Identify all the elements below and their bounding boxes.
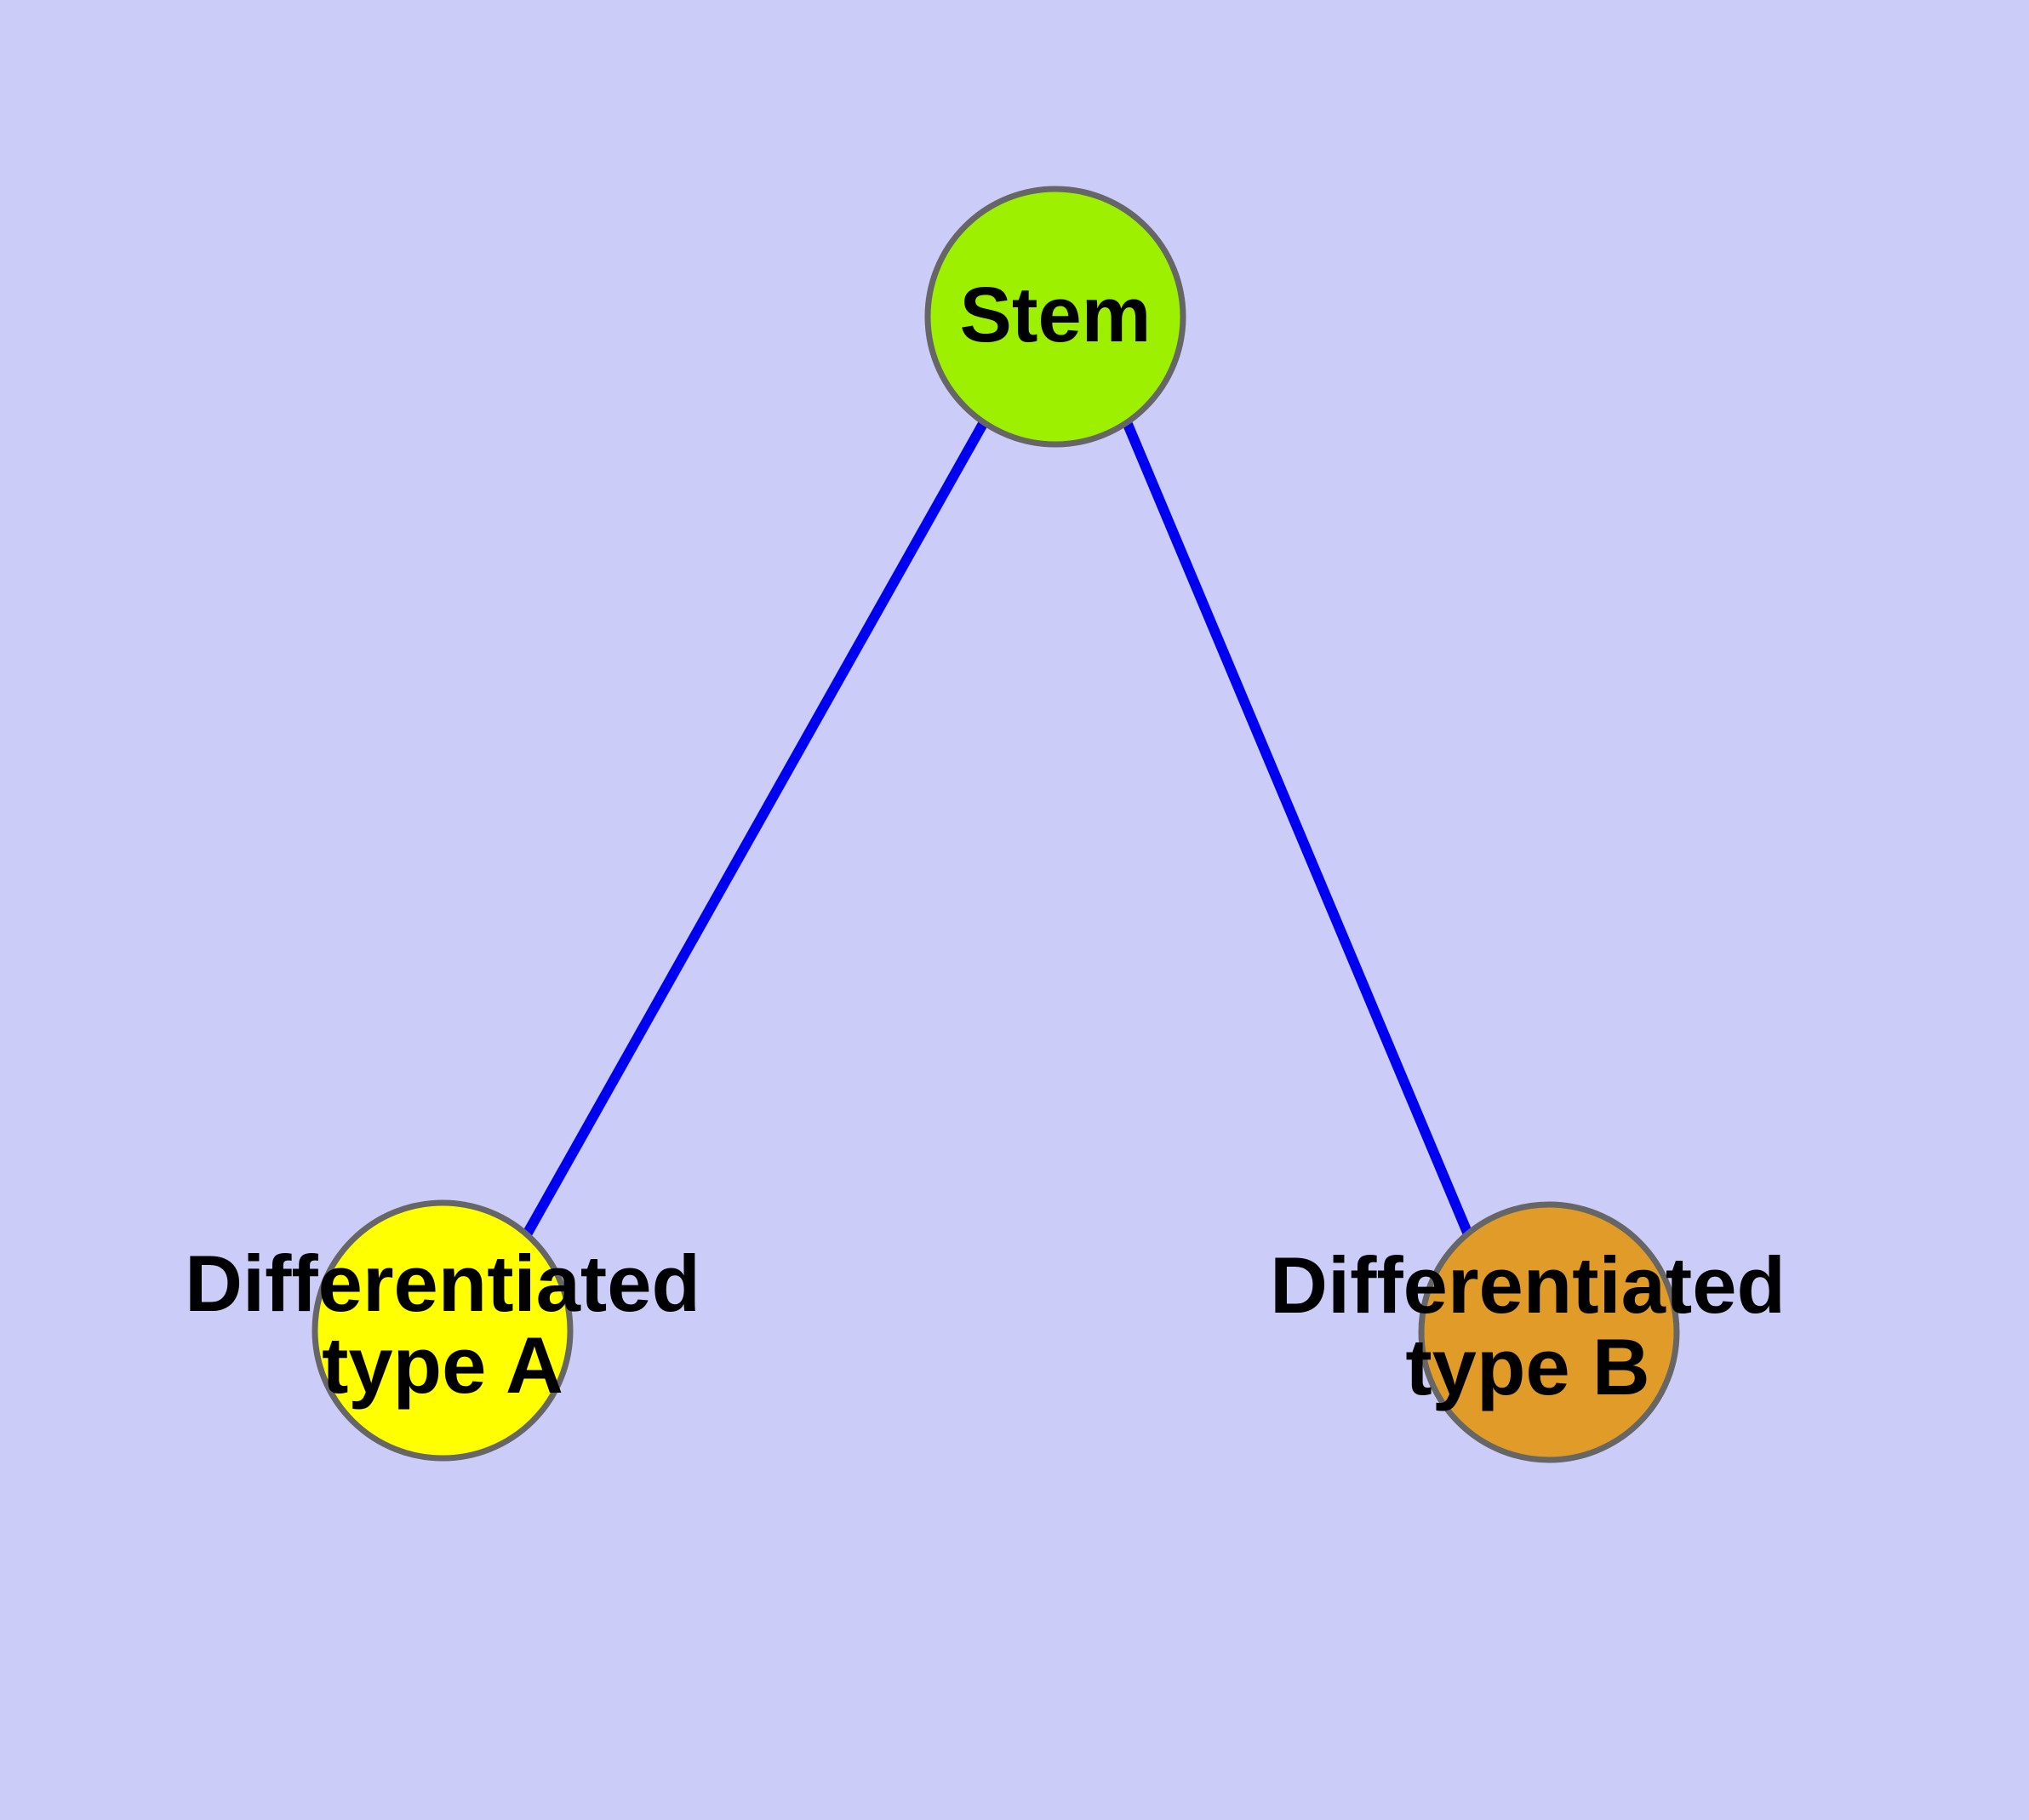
node-stem[interactable] [924, 186, 1186, 448]
node-layer [311, 186, 1680, 1463]
node-differentiated-type-b[interactable] [1418, 1201, 1680, 1463]
node-differentiated-type-a[interactable] [311, 1199, 574, 1462]
edge-stem-to-differentiated-type-b[interactable] [1122, 420, 1473, 1237]
edge-layer [522, 420, 1473, 1237]
edge-stem-to-differentiated-type-a[interactable] [522, 420, 989, 1237]
